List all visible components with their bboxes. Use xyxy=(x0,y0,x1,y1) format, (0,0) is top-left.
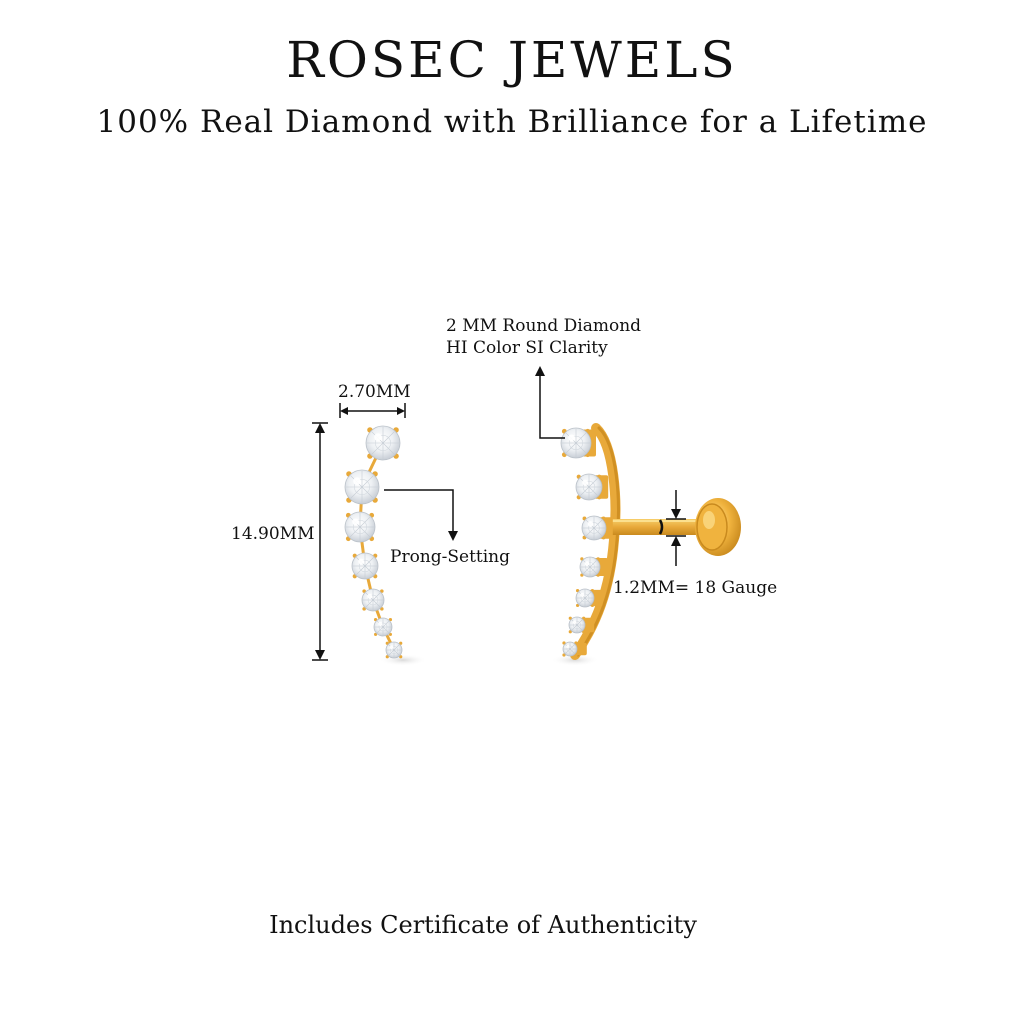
front-diamond xyxy=(385,641,403,659)
length-dimension xyxy=(312,422,328,661)
side-diamond xyxy=(575,588,595,608)
side-diamond xyxy=(581,515,607,541)
earring-front-view xyxy=(344,425,427,666)
front-diamond xyxy=(344,511,376,543)
tagline: 100% Real Diamond with Brilliance for a … xyxy=(96,104,928,140)
front-diamond xyxy=(373,617,393,637)
side-diamond xyxy=(575,473,603,501)
side-diamond xyxy=(579,556,601,578)
width-label: 2.70MM xyxy=(338,382,411,402)
front-diamond xyxy=(351,552,379,580)
side-diamond xyxy=(568,616,586,634)
post-groove xyxy=(658,519,664,535)
gauge-dimension xyxy=(666,490,686,566)
stone-callout xyxy=(535,366,565,439)
gauge-label: 1.2MM= 18 Gauge xyxy=(613,578,778,598)
width-dimension xyxy=(339,403,406,418)
length-label: 14.90MM xyxy=(231,524,315,544)
front-diamond xyxy=(344,469,380,505)
stone-spec-line-2: HI Color SI Clarity xyxy=(446,338,608,358)
side-diamond xyxy=(560,427,592,459)
brand-title: ROSEC JEWELS xyxy=(286,31,738,89)
side-diamond xyxy=(562,641,578,657)
prong-setting-label: Prong-Setting xyxy=(390,547,511,567)
stone-spec-line-1: 2 MM Round Diamond xyxy=(446,316,642,336)
front-diamond xyxy=(365,425,401,461)
side-stone-group xyxy=(560,427,613,657)
prong-setting-callout xyxy=(384,489,458,541)
front-stone-group xyxy=(344,425,403,659)
front-diamond xyxy=(361,588,385,612)
certificate-note: Includes Certificate of Authenticity xyxy=(269,911,697,939)
earring-side-view xyxy=(551,423,741,666)
